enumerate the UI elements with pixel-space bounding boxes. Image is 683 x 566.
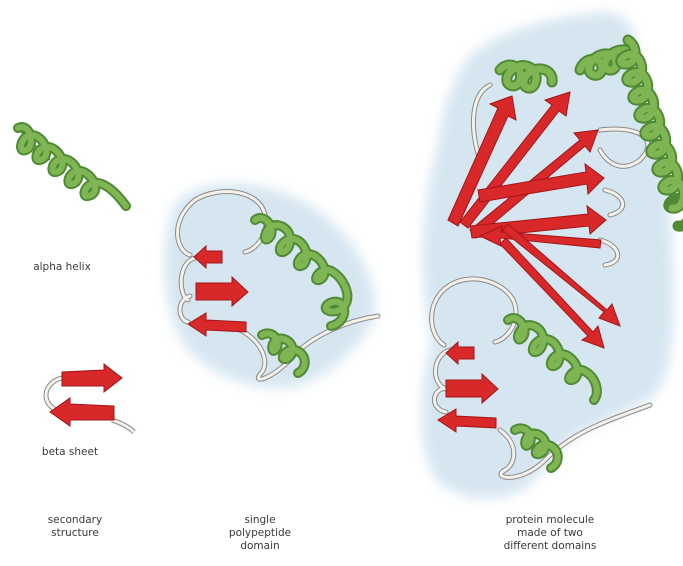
beta-sheet-label: beta sheet — [30, 446, 110, 459]
two-domain-figure — [424, 15, 683, 496]
single-domain-caption: single polypeptide domain — [210, 514, 310, 553]
alpha-helix-label: alpha helix — [22, 261, 102, 274]
secondary-structure-caption: secondary structure — [25, 514, 125, 540]
beta-sheet-figure — [46, 364, 134, 432]
single-domain-figure — [165, 184, 378, 388]
two-domains-caption: protein molecule made of two different d… — [480, 514, 620, 553]
alpha-helix-figure — [18, 127, 126, 206]
